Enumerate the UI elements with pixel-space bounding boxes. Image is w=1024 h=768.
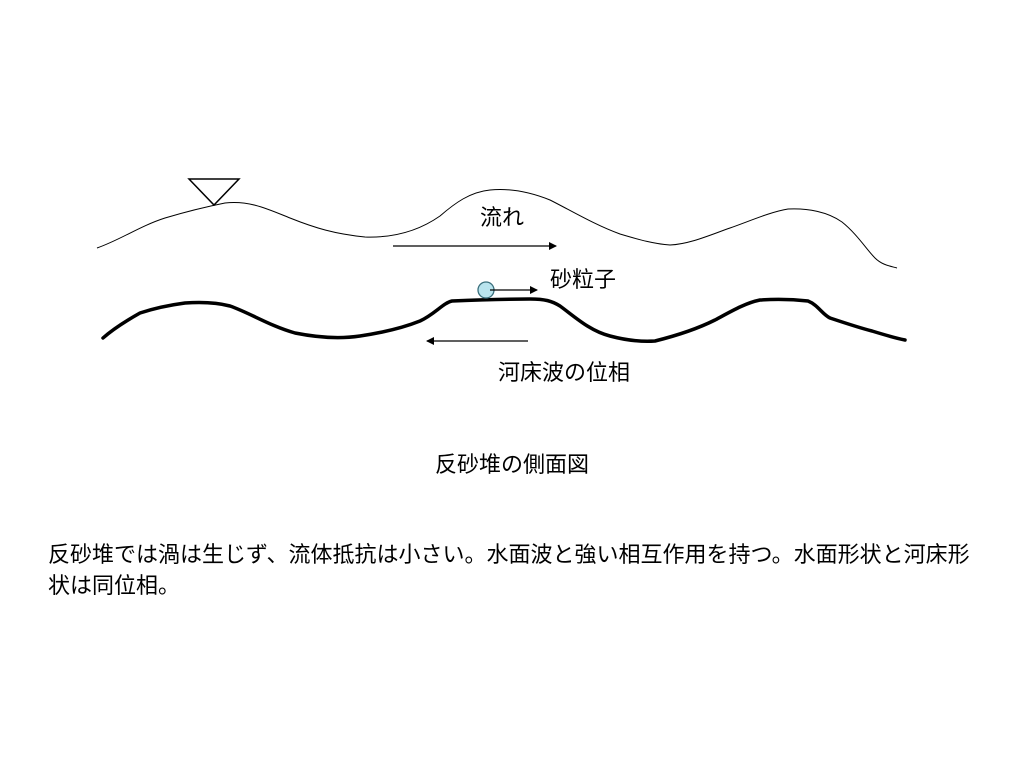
particle-label: 砂粒子: [550, 268, 617, 293]
riverbed-line: [101, 297, 907, 343]
description-text: 反砂堆では渦は生じず、流体抵抗は小さい。水面波と強い相互作用を持つ。水面形状と河…: [48, 543, 970, 599]
flow-label: 流れ: [480, 206, 525, 231]
water-level-marker-icon: [187, 178, 241, 207]
bed-wave-phase-label: 河床波の位相: [498, 361, 631, 386]
water-surface-line: [96, 189, 898, 269]
figure-caption: 反砂堆の側面図: [434, 453, 589, 478]
